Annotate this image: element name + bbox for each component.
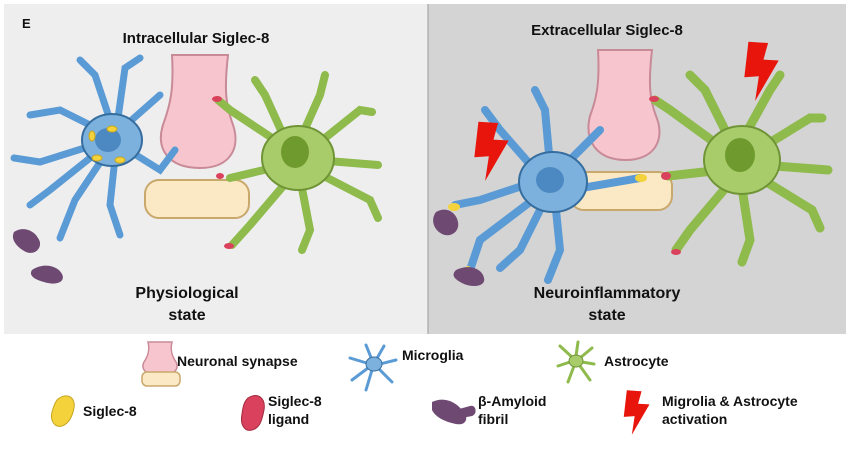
left-microglia-icon: [10, 54, 179, 242]
legend-ligand-label-line1: Siglec-8: [268, 393, 322, 409]
legend-microglia-label: Microglia: [402, 347, 464, 363]
left-siglec8-marks: [88, 125, 126, 164]
left-state-line1: Physiological: [135, 285, 238, 302]
right-astrocyte-icon: [650, 70, 833, 267]
legend-siglec8-label: Siglec-8: [83, 403, 137, 419]
right-ligand-marks: [649, 96, 681, 255]
legend-activation-label-line1: Migrolia & Astrocyte: [662, 393, 798, 409]
left-state-line2: state: [168, 307, 205, 324]
legend-amyloid-label-line1: β-Amyloid: [478, 393, 546, 409]
legend-amyloid-label-line2: fibril: [478, 411, 508, 427]
legend-amyloid-icon: [432, 399, 476, 425]
right-state-line2: state: [588, 307, 625, 324]
right-amyloid-icon: [433, 209, 485, 286]
left-panel-title: Intracellular Siglec-8: [123, 30, 270, 47]
legend-siglec8-icon: [51, 395, 75, 427]
left-astrocyte-icon: [214, 71, 382, 254]
legend-activation-bolt-icon: [615, 384, 658, 436]
left-neuronal-synapse-icon: [144, 54, 250, 219]
legend-microglia-icon: [348, 343, 398, 392]
left-ligand-marks: [212, 96, 234, 249]
legend-astrocyte-icon: [556, 340, 596, 384]
left-amyloid-icon: [12, 229, 63, 284]
legend-astrocyte-label: Astrocyte: [604, 353, 669, 369]
legend-ligand-icon: [241, 395, 265, 431]
legend-synapse-label: Neuronal synapse: [177, 353, 298, 369]
legend-ligand-label-line2: ligand: [268, 411, 309, 427]
right-panel-title: Extracellular Siglec-8: [531, 22, 683, 39]
right-microglia-icon: [451, 86, 644, 284]
right-state-line1: Neuroinflammatory: [534, 285, 681, 302]
panel-letter: E: [22, 16, 31, 31]
right-neuronal-synapse-icon: [569, 49, 673, 211]
legend-neuronal-synapse-icon: [141, 341, 181, 387]
legend-activation-label-line2: activation: [662, 411, 727, 427]
